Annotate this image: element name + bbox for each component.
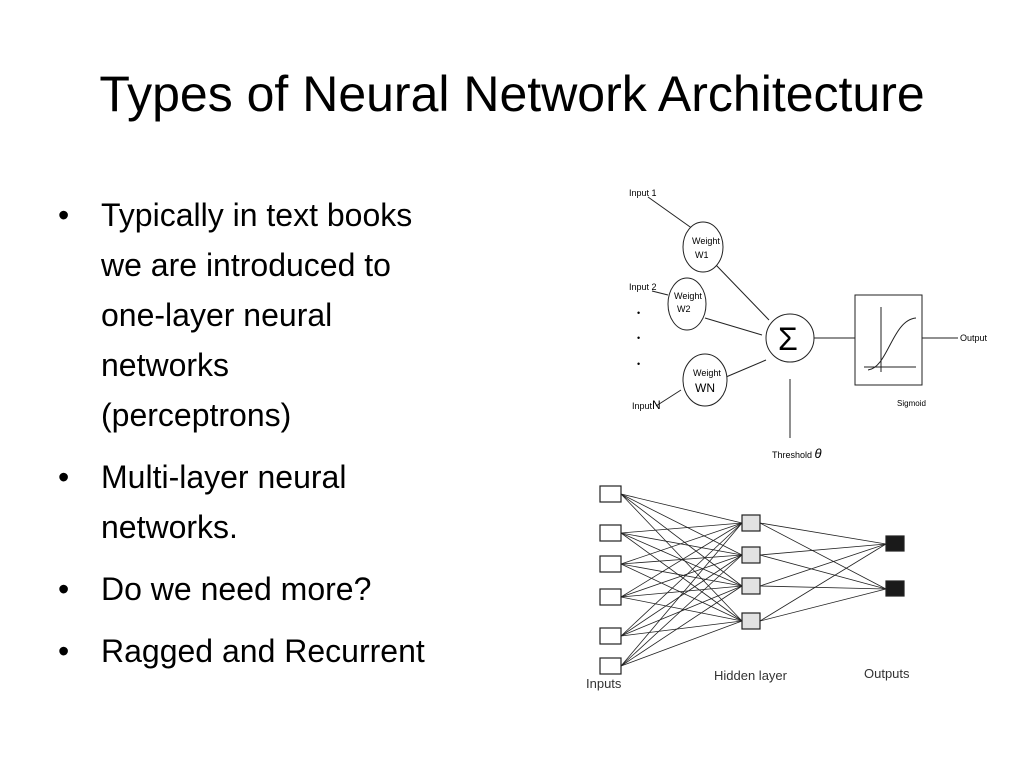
edge: [620, 620, 743, 667]
edge: [655, 389, 682, 407]
bullet-item: • Typically in text books we are introdu…: [58, 190, 498, 440]
bullet-dot-icon: •: [58, 571, 70, 607]
ellipsis-dot-icon: •: [637, 308, 640, 318]
hidden-layer-label: Hidden layer: [714, 668, 788, 683]
connection-edges: [620, 493, 887, 667]
summation-node: [765, 313, 815, 363]
edge: [620, 522, 743, 534]
edge: [620, 493, 743, 587]
inputs-label: Inputs: [586, 676, 622, 691]
weight-node: [682, 353, 728, 407]
sigmoid-label: Sigmoid: [897, 399, 926, 408]
edge: [620, 493, 743, 556]
sigmoid-box: [854, 294, 923, 386]
layer-nodes: [599, 485, 905, 675]
weight-label: Weight: [692, 236, 720, 246]
ellipsis-dot-icon: •: [637, 333, 640, 343]
slide-title: Types of Neural Network Architecture: [99, 66, 925, 122]
bullet-line: Ragged and Recurrent: [101, 633, 425, 669]
edge: [620, 554, 743, 637]
bullet-line: networks: [101, 347, 230, 383]
bullet-line: (perceptrons): [101, 397, 292, 433]
sigmoid-curve: [867, 317, 917, 371]
input-n-label: InputN: [632, 398, 661, 412]
bullet-line: one-layer neural: [101, 297, 333, 333]
bullet-line: Multi-layer neural: [101, 459, 347, 495]
edge: [651, 290, 669, 296]
input-node: [599, 555, 622, 573]
output-node: [885, 580, 905, 597]
input-2-label: Input 2: [629, 282, 657, 292]
bullet-list: • Typically in text books we are introdu…: [58, 190, 498, 688]
weight-sub-label: W1: [695, 250, 709, 260]
edge: [620, 522, 743, 667]
bullet-line: Do we need more?: [101, 571, 372, 607]
multilayer-network-diagram: Inputs Hidden layer Outputs: [586, 485, 910, 691]
edge: [620, 493, 743, 622]
bullet-line: Typically in text books: [101, 197, 413, 233]
edge: [620, 585, 743, 598]
input-node: [599, 485, 622, 503]
ellipsis-dot-icon: •: [637, 359, 640, 369]
edge: [647, 196, 694, 230]
edge: [759, 554, 887, 590]
edge: [620, 532, 743, 556]
edge: [620, 554, 743, 565]
hidden-node: [741, 546, 761, 564]
edge: [759, 543, 887, 622]
edge: [620, 596, 743, 622]
output-label: Output: [960, 333, 988, 343]
edge: [620, 532, 743, 622]
weight-sub-label: W2: [677, 304, 691, 314]
bullet-item: • Multi-layer neural networks.: [58, 452, 498, 552]
weight-node: [667, 277, 707, 331]
hidden-node: [741, 514, 761, 532]
weight-node: [682, 221, 724, 273]
outputs-label: Outputs: [864, 666, 910, 681]
input-1-label: Input 1: [629, 188, 657, 198]
edge: [620, 522, 743, 598]
bullet-dot-icon: •: [58, 197, 70, 233]
edge: [759, 585, 887, 590]
input-node: [599, 524, 622, 542]
edge: [704, 317, 763, 336]
edge: [620, 493, 743, 524]
edge: [620, 522, 743, 637]
input-node: [599, 588, 622, 606]
edge: [759, 543, 887, 587]
bullet-dot-icon: •: [58, 459, 70, 495]
bullet-dot-icon: •: [58, 633, 70, 669]
edge: [620, 563, 743, 587]
weight-sub-label: WN: [695, 381, 715, 395]
bullet-item: • Ragged and Recurrent: [58, 626, 498, 676]
hidden-node: [741, 612, 761, 630]
edge: [620, 563, 743, 622]
sigma-symbol: Σ: [778, 321, 798, 357]
edge: [620, 554, 743, 667]
edge: [759, 522, 887, 545]
edge: [715, 264, 770, 321]
perceptron-diagram: Input 1 Input 2 InputN • • • Weight W1 W…: [629, 188, 988, 461]
input-node: [599, 657, 622, 675]
edge: [620, 585, 743, 667]
threshold-label: Threshold θ: [772, 446, 822, 461]
edge: [620, 620, 743, 637]
edge: [725, 359, 767, 378]
bullet-line: networks.: [101, 509, 238, 545]
hidden-node: [741, 577, 761, 595]
input-node: [599, 627, 622, 645]
edge: [759, 543, 887, 556]
output-node: [885, 535, 905, 552]
edge: [620, 554, 743, 598]
weight-label: Weight: [674, 291, 702, 301]
bullet-line: we are introduced to: [101, 247, 391, 283]
edge: [759, 522, 887, 590]
edge: [759, 588, 887, 622]
bullet-item: • Do we need more?: [58, 564, 498, 614]
weight-label: Weight: [693, 368, 721, 378]
edge: [620, 522, 743, 565]
